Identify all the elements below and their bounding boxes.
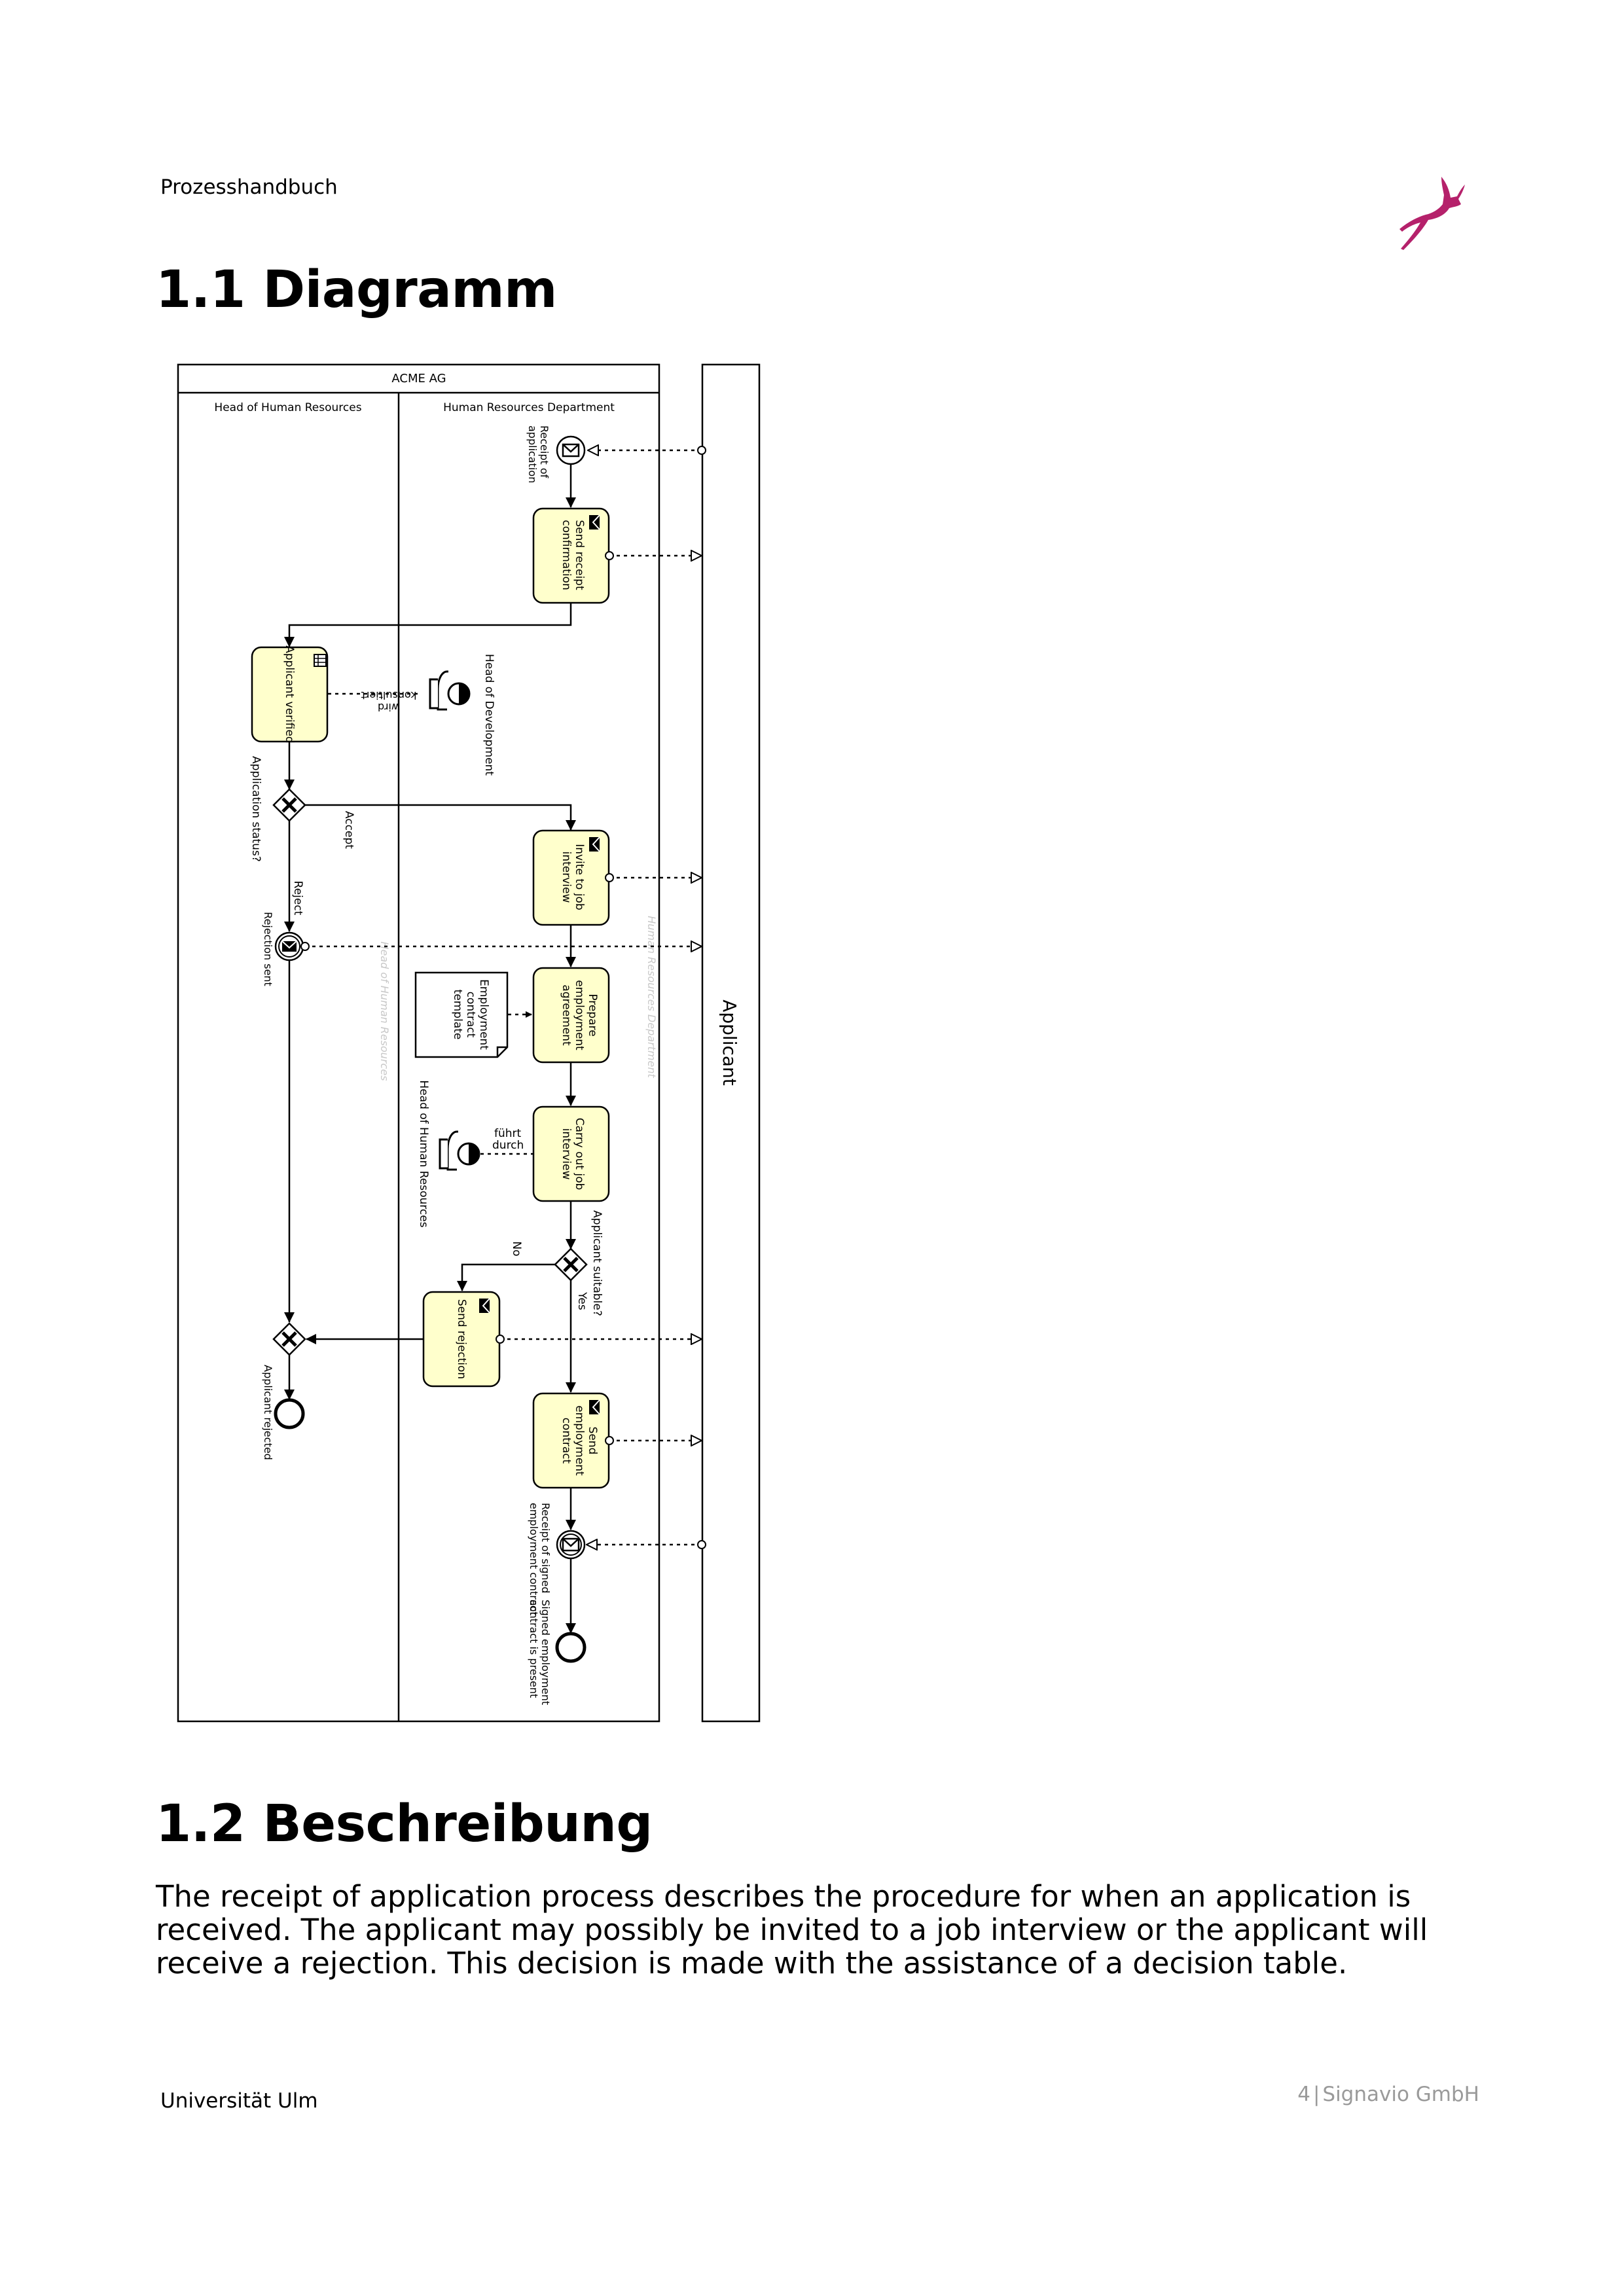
task-invite-label: Invite to job interview	[560, 844, 586, 910]
svg-text:template: template	[451, 990, 464, 1040]
svg-text:Carry out job: Carry out job	[573, 1118, 586, 1191]
accept-label: Accept	[342, 811, 355, 849]
no-label: No	[510, 1241, 523, 1256]
applicant-rejected-label: Applicant rejected	[262, 1365, 274, 1460]
rejection-sent-label: Rejection sent	[262, 912, 274, 986]
task-interview-label: Carry out job interview	[560, 1118, 586, 1191]
lane-label-hr-dept: Human Resources Department	[443, 401, 615, 414]
document-header: Prozesshandbuch	[160, 175, 338, 199]
head-of-hr-icon	[439, 1130, 480, 1171]
task-send-rejection-label: Send rejection	[455, 1299, 468, 1379]
svg-text:application: application	[526, 425, 539, 483]
gateway-application-status	[272, 788, 306, 822]
end-event-rejected	[274, 1398, 305, 1429]
end-event-signed	[555, 1632, 586, 1663]
svg-text:führt: führt	[494, 1127, 522, 1140]
yes-label: Yes	[575, 1291, 588, 1310]
document-template-label: Employment contract template	[451, 979, 490, 1050]
svg-text:agreement: agreement	[560, 984, 573, 1046]
task-send-contract-label: Send employment contract	[560, 1405, 599, 1476]
applicant-pool-label: Applicant	[719, 999, 740, 1086]
reject-label: Reject	[291, 881, 304, 916]
svg-text:interview: interview	[560, 1128, 573, 1180]
svg-text:confirmation: confirmation	[560, 520, 573, 590]
svg-text:durch: durch	[492, 1139, 524, 1152]
footer-page-info: 4|Signavio GmbH	[1297, 2083, 1479, 2106]
start-event-label: Receipt of application	[526, 425, 550, 483]
conducts-label: führt durch	[492, 1127, 524, 1152]
svg-text:konsultiert: konsultiert	[361, 689, 417, 702]
svg-text:contract: contract	[560, 1418, 573, 1464]
svg-text:wird: wird	[378, 701, 400, 713]
head-hr-person-label: Head of Human Resources	[417, 1080, 430, 1227]
section-title-description: 1.2 Beschreibung	[156, 1795, 653, 1854]
document-template-icon	[414, 971, 509, 1058]
antelope-logo-icon	[1399, 177, 1465, 250]
svg-text:employment: employment	[573, 1405, 586, 1476]
table-icon	[314, 654, 327, 667]
svg-text:Send receipt: Send receipt	[573, 520, 586, 590]
page-number: 4	[1297, 2083, 1310, 2106]
group-label-left: Head of Human Resources	[378, 942, 391, 1081]
footer-university: Universität Ulm	[160, 2089, 318, 2113]
svg-text:Send: Send	[586, 1427, 599, 1455]
svg-text:contract: contract	[464, 992, 477, 1038]
svg-text:Prepare: Prepare	[586, 994, 599, 1036]
task-verified-label: Applicant verified	[283, 645, 296, 743]
group-label-right: Human Resources Department	[645, 916, 658, 1078]
consulted-label: wird konsultiert	[361, 689, 417, 713]
task-send-receipt-label: Send receipt confirmation	[560, 520, 586, 590]
svg-text:interview: interview	[560, 852, 573, 903]
task-prepare-label: Prepare employment agreement	[560, 980, 599, 1050]
gateway-status-label: Application status?	[249, 756, 262, 862]
svg-text:contract is present: contract is present	[528, 1600, 540, 1698]
svg-text:Signed employment: Signed employment	[539, 1600, 552, 1705]
gateway-merge	[272, 1322, 306, 1356]
pool-applicant	[701, 363, 761, 1723]
section-title-diagram: 1.1 Diagramm	[156, 260, 557, 319]
gateway-applicant-suitable	[554, 1247, 588, 1282]
svg-text:Receipt of signed: Receipt of signed	[539, 1503, 552, 1593]
head-of-development-icon	[429, 670, 471, 711]
footer-company: Signavio GmbH	[1322, 2083, 1479, 2106]
svg-text:employment contract: employment contract	[528, 1503, 540, 1616]
lane-label-hr-head: Head of Human Resources	[214, 401, 361, 414]
description-paragraph: The receipt of application process descr…	[156, 1879, 1428, 1981]
head-dev-label: Head of Development	[482, 654, 496, 776]
svg-text:Employment: Employment	[477, 979, 490, 1050]
svg-text:Receipt of: Receipt of	[538, 425, 550, 478]
pool-label: ACME AG	[391, 372, 446, 386]
svg-text:employment: employment	[573, 980, 586, 1050]
end-signed-label: Signed employment contract is present	[528, 1600, 552, 1705]
gateway-suitable-label: Applicant suitable?	[590, 1210, 604, 1316]
svg-text:Invite to job: Invite to job	[573, 844, 586, 910]
pool-acme	[177, 363, 660, 1723]
receipt-signed-label: Receipt of signed employment contract	[528, 1503, 552, 1616]
